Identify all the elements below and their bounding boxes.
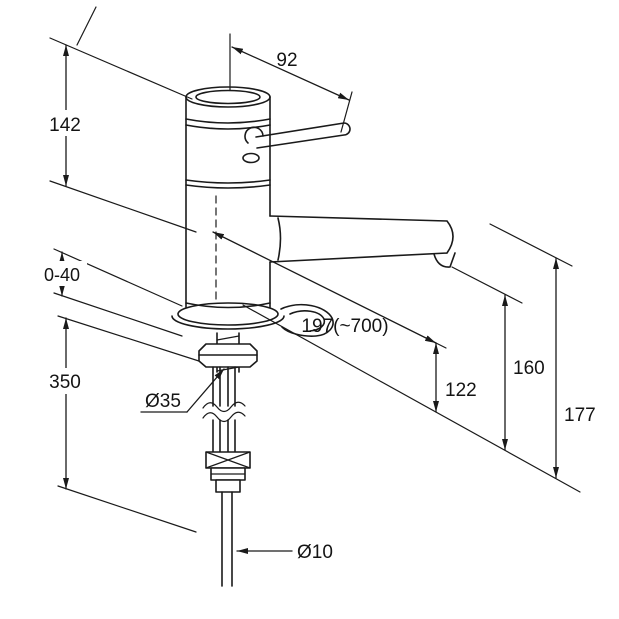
faucet-spout xyxy=(269,215,454,263)
body-base-curve xyxy=(185,302,271,309)
ext-corner-tick xyxy=(76,6,97,46)
mounting-horseshoe-inner xyxy=(289,310,326,332)
dim-line-197 xyxy=(212,231,437,344)
ext-177-top xyxy=(489,223,573,267)
spout-root-joint xyxy=(277,217,282,261)
ext-160-top xyxy=(451,266,523,304)
dim-label-142: 142 xyxy=(49,115,81,136)
supply-pipes-upper xyxy=(212,366,236,407)
faucet xyxy=(171,86,456,587)
ext-92-right xyxy=(340,91,353,133)
ext-350-bottom xyxy=(57,485,197,533)
bg-0-40 xyxy=(37,261,87,286)
dim-line-92 xyxy=(231,46,350,101)
dimension-labels: 142 0-40 350 92 197(~700) 122 160 177 Ø3… xyxy=(44,50,596,563)
faucet-body xyxy=(185,96,271,308)
dim-label-350: 350 xyxy=(49,372,81,393)
pipe-break-upper xyxy=(202,401,246,413)
dim-label-92: 92 xyxy=(276,50,297,71)
dim-label-160: 160 xyxy=(513,358,545,379)
brand-logo-oval xyxy=(242,152,260,164)
handle-joint xyxy=(244,126,264,144)
dimension-lines xyxy=(59,44,559,554)
connection-pipe xyxy=(221,491,233,587)
dim-label-pipe-dia: Ø10 xyxy=(297,542,333,563)
ext-350-top xyxy=(57,315,203,363)
dim-label-0-40: 0-40 xyxy=(44,265,80,285)
faucet-handle xyxy=(255,122,351,149)
ext-142-bottom xyxy=(49,180,197,233)
mounting-horseshoe-outer xyxy=(280,303,334,337)
pipe-break-lower xyxy=(202,411,246,423)
bg-142 xyxy=(44,110,86,136)
ext-142-top xyxy=(49,37,193,100)
bg-350 xyxy=(43,368,87,394)
escutcheon-top xyxy=(177,302,279,326)
body-joint-lines xyxy=(185,179,271,189)
ext-deck-top xyxy=(53,248,183,307)
dim-label-122: 122 xyxy=(445,380,477,401)
leader-hole-dia xyxy=(186,368,225,413)
hose-connector-collar xyxy=(215,479,241,493)
dim-label-177: 177 xyxy=(564,405,596,426)
dim-label-hole-dia: Ø35 xyxy=(145,391,181,412)
cap-joint-lines xyxy=(185,118,271,130)
label-backgrounds xyxy=(37,110,87,394)
aerator-outlet xyxy=(433,252,456,268)
cap-top-inner xyxy=(195,89,261,105)
dim-label-197: 197(~700) xyxy=(301,316,388,337)
escutcheon-bottom xyxy=(171,315,285,330)
supply-pipes-lower xyxy=(212,419,236,453)
hose-connector-hatch xyxy=(205,451,251,469)
extension-lines xyxy=(49,6,581,533)
ext-deck-bottom xyxy=(53,292,183,337)
